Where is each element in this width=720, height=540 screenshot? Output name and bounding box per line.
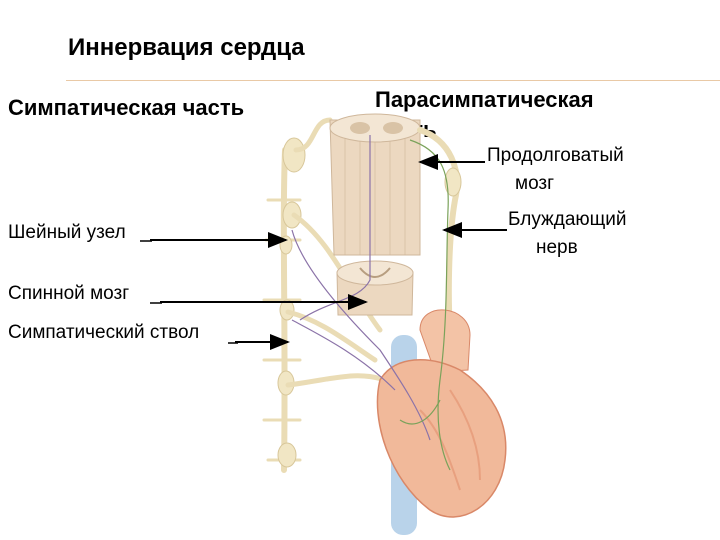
medulla-label: Продолговатый мозг <box>487 142 624 198</box>
spinal-cord-section <box>337 261 413 315</box>
medulla-label-line2: мозг <box>487 170 624 198</box>
spinal-cord-label: Спинной мозг <box>8 283 129 305</box>
medulla-label-line1: Продолговатый <box>487 142 624 170</box>
cervical-ganglion-label: Шейный узел <box>8 222 126 244</box>
vagus-nerve-label: Блуждающий нерв <box>508 206 627 262</box>
heart <box>377 310 505 535</box>
sympathetic-trunk-label: Симпатический ствол <box>8 322 199 344</box>
vagus-label-line2: нерв <box>508 234 627 262</box>
vagus-label-line1: Блуждающий <box>508 206 627 234</box>
medulla-oblongata <box>330 114 420 255</box>
